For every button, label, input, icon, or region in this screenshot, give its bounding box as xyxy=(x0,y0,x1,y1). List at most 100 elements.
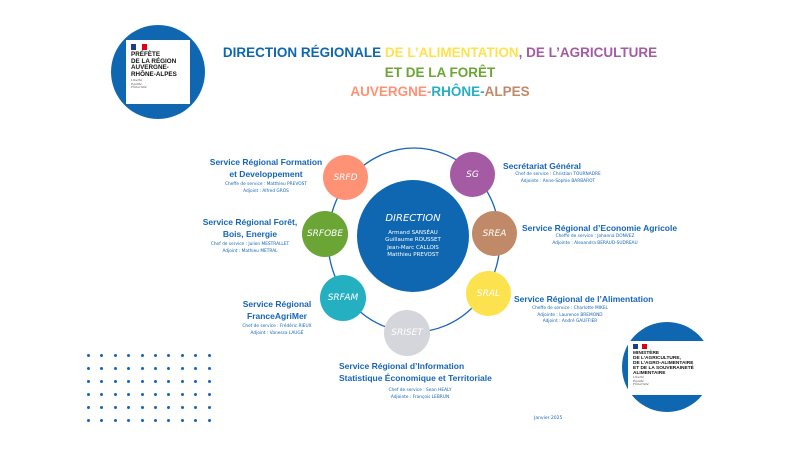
logo-text: PRÉFÈTE xyxy=(131,51,161,58)
logo-text: MINISTÈRE xyxy=(633,351,660,356)
decor-dot xyxy=(167,419,171,422)
srea-abbr: SREA xyxy=(482,228,507,239)
sral-name: Service Régional de l’Alimentation xyxy=(514,294,654,304)
director-name: Jean-Marc CALLOIS xyxy=(387,244,439,251)
decor-dot xyxy=(207,419,211,422)
decor-dot xyxy=(194,419,198,422)
decor-dot xyxy=(180,393,184,396)
decor-dot xyxy=(113,419,117,422)
sg-name: Secrétariat Général xyxy=(503,161,581,171)
decor-dot xyxy=(113,380,117,383)
decor-dot xyxy=(127,406,131,409)
decor-dot xyxy=(154,354,157,357)
srea-name: Service Régional d’Economie Agricole xyxy=(522,223,678,233)
french-flag-icon xyxy=(633,344,648,349)
logo-text: DE L’AGRICULTURE, xyxy=(633,356,681,362)
decor-dot xyxy=(100,380,104,383)
decor-dot xyxy=(180,406,184,409)
decor-dot xyxy=(113,393,117,396)
direction-circle: DIRECTION Armand SANSÉAU Guillaume ROUSS… xyxy=(357,180,469,292)
decor-dot xyxy=(140,367,144,370)
decor-dot xyxy=(194,380,198,383)
decor-dot xyxy=(140,380,144,383)
decor-dot xyxy=(167,367,171,370)
srfobe-name: Service Régional Forêt,Bois, Energie xyxy=(202,217,298,239)
logo-text: ET DE LA SOUVERAINETÉ xyxy=(633,366,694,372)
decor-dot xyxy=(167,354,171,357)
date-label: Janvier 2025 xyxy=(534,416,563,421)
logo-text: RHÔNE-ALPES xyxy=(131,70,177,78)
motto: Fraternité xyxy=(131,85,147,90)
director-name: Guillaume ROUSSET xyxy=(385,237,441,243)
decor-dot xyxy=(207,380,211,383)
sriset-circle: SRISET xyxy=(384,310,430,356)
decor-dot xyxy=(87,419,90,422)
sg-circle: SG xyxy=(450,152,495,197)
sriset-abbr: SRISET xyxy=(391,328,423,338)
decor-dot xyxy=(194,354,198,357)
decor-dot xyxy=(113,406,117,409)
decor-dot xyxy=(154,380,157,383)
decor-dot xyxy=(100,419,104,422)
decor-dot xyxy=(207,393,211,396)
director-name: Matthieu PREVOST xyxy=(387,252,439,258)
decor-dot xyxy=(154,367,157,370)
decor-dot xyxy=(207,406,211,409)
decor-dot xyxy=(140,393,144,396)
decor-dot xyxy=(180,419,184,422)
title-line-2: ET DE LA FORÊT xyxy=(160,65,720,80)
direction-label: DIRECTION xyxy=(385,212,441,224)
logo-text: DE LA RÉGION xyxy=(131,57,177,65)
sg-abbr: SG xyxy=(466,169,479,180)
title-segment: RHÔNE- xyxy=(431,84,485,99)
decor-dot xyxy=(167,393,171,396)
decor-dot xyxy=(180,380,184,383)
motto: Égalité xyxy=(131,81,142,86)
title-segment: ALPES xyxy=(484,84,530,99)
decor-dot xyxy=(127,380,131,383)
decor-dot xyxy=(87,367,90,370)
decor-dot xyxy=(127,354,131,357)
decor-dot xyxy=(113,354,117,357)
title-line-1: DIRECTION RÉGIONALE DE L’ALIMENTATION, D… xyxy=(160,45,720,60)
decor-dot xyxy=(87,380,90,383)
decor-dot xyxy=(127,419,131,422)
logo-text: DE L’AGRO-ALIMENTAIRE xyxy=(633,361,694,367)
srfd-abbr: SRFD xyxy=(333,172,358,183)
ministere-logo: MINISTÈRE DE L’AGRICULTURE, DE L’AGRO-AL… xyxy=(622,322,716,412)
decor-dot xyxy=(194,367,198,370)
decor-dot xyxy=(127,393,131,396)
title-segment: DIRECTION RÉGIONALE xyxy=(222,45,385,60)
logo-text: ALIMENTAIRE xyxy=(633,371,666,377)
decor-dot xyxy=(207,367,211,370)
decor-dot xyxy=(87,354,90,357)
decor-dot xyxy=(180,367,184,370)
sral-circle: SRAL xyxy=(466,271,511,316)
decor-dot xyxy=(127,367,131,370)
decor-dot xyxy=(87,393,90,396)
decor-dot xyxy=(194,406,198,409)
decor-dot xyxy=(100,367,104,370)
decor-dot xyxy=(140,354,144,357)
decor-dot xyxy=(87,406,90,409)
srfobe-circle: SRFOBE xyxy=(302,211,348,257)
decor-dot xyxy=(154,393,157,396)
logo-text: AUVERGNE- xyxy=(131,64,169,72)
srfd-circle: SRFD xyxy=(323,155,368,200)
decor-dot xyxy=(167,380,171,383)
title-text: ET DE LA FORÊT xyxy=(384,65,496,80)
motto: Fraternité xyxy=(633,382,649,387)
decor-dot xyxy=(154,419,157,422)
decor-dot xyxy=(113,367,117,370)
sral-abbr: SRAL xyxy=(476,288,501,299)
decor-dot xyxy=(140,419,144,422)
decor-dot xyxy=(194,393,198,396)
